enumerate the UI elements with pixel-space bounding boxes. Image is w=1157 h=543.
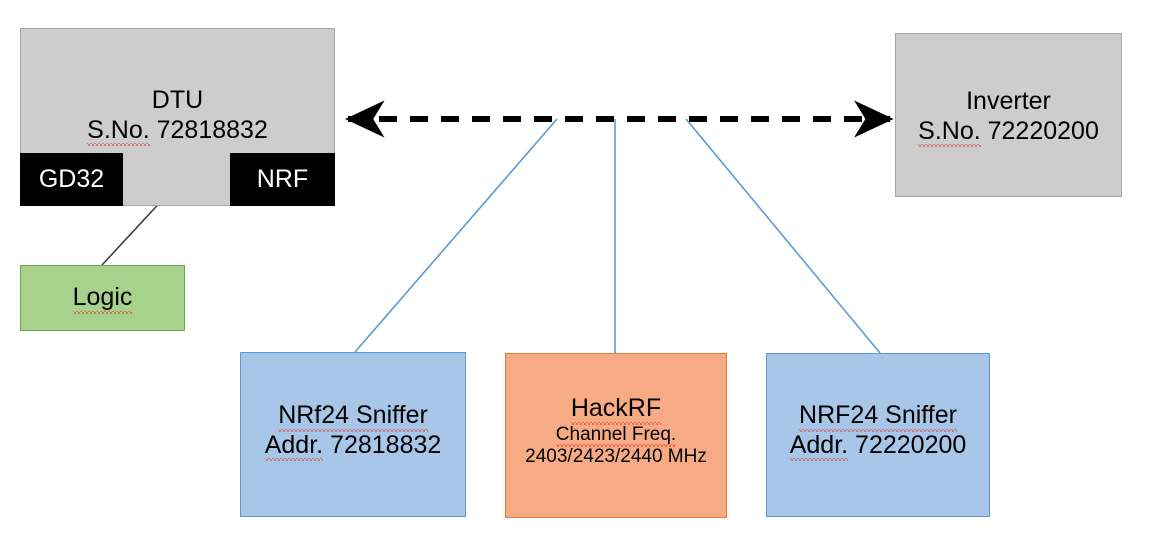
- gd32-chip-box: GD32: [20, 153, 123, 206]
- hackrf-title: HackRF: [570, 394, 662, 424]
- logic-label: Logic: [72, 283, 133, 314]
- sniffer-left-to-link-line: [354, 118, 558, 353]
- logic-analyzer-box: Logic: [20, 265, 185, 331]
- sniffer-right-addr-label: Addr.: [789, 430, 849, 461]
- hackrf-box: HackRF Channel Freq. 2403/2423/2440 MHz: [505, 353, 727, 518]
- hackrf-channel-label: Channel Freq.: [555, 423, 677, 448]
- inverter-device-box: Inverter S.No. 72220200: [895, 33, 1122, 197]
- dtu-serial-value: 72818832: [156, 115, 268, 144]
- sniffer-right-to-link-line: [685, 118, 881, 354]
- dtu-title: DTU: [151, 86, 204, 114]
- sniffer-left-title: NRf24 Sniffer: [278, 401, 428, 431]
- sniffer-right-addr-line: Addr. 72220200: [789, 430, 967, 461]
- dtu-serial-label: S.No.: [87, 115, 150, 146]
- sniffer-left-addr-value: 72818832: [330, 430, 442, 459]
- sniffer-left-box: NRf24 Sniffer Addr. 72818832: [240, 352, 466, 517]
- nrf-label: NRF: [256, 164, 309, 193]
- sniffer-right-box: NRF24 Sniffer Addr. 72220200: [766, 353, 990, 517]
- inverter-title: Inverter: [966, 87, 1051, 115]
- inverter-serial-line: S.No. 72220200: [918, 117, 1099, 147]
- inverter-serial-value: 72220200: [987, 116, 1099, 145]
- dtu-serial-line: S.No. 72818832: [87, 116, 268, 146]
- nrf-chip-box: NRF: [230, 153, 335, 206]
- sniffer-left-addr-line: Addr. 72818832: [264, 430, 442, 461]
- inverter-serial-label: S.No.: [918, 116, 981, 147]
- sniffer-left-addr-label: Addr.: [264, 430, 324, 461]
- hackrf-channel-freq: 2403/2423/2440 MHz: [525, 445, 707, 467]
- sniffer-right-title: NRF24 Sniffer: [799, 401, 957, 431]
- gd32-label: GD32: [38, 164, 105, 193]
- sniffer-right-addr-value: 72220200: [855, 430, 967, 459]
